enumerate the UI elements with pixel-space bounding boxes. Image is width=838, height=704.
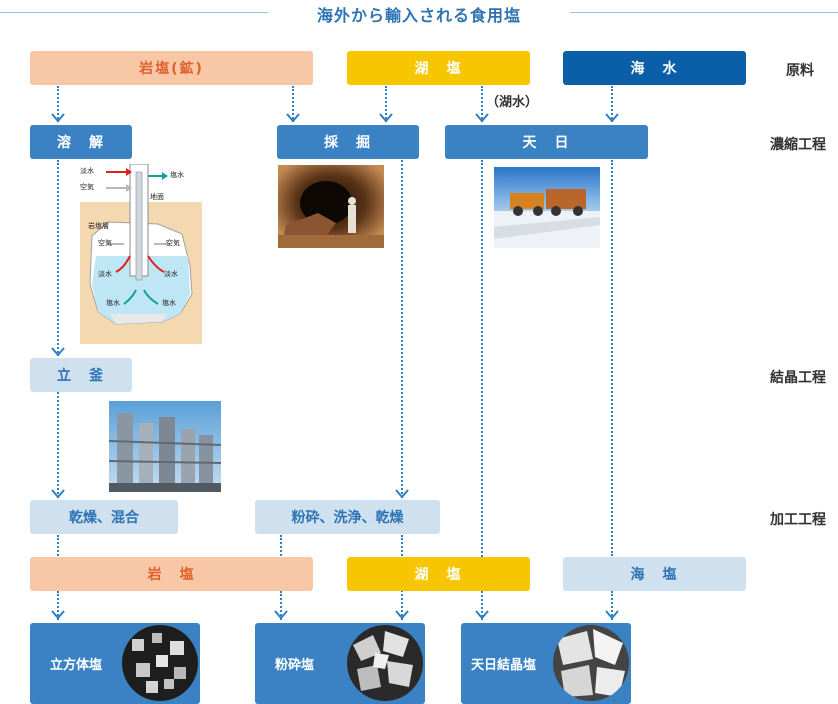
- label-brine-right: 塩水: [162, 299, 176, 307]
- solar-crystal-image: [553, 625, 629, 701]
- label-fresh-water-left: 淡水: [98, 270, 112, 278]
- product-crushed-salt: 粉砕塩: [255, 623, 425, 704]
- flow-line: [481, 160, 483, 620]
- chevron-down-icon: [395, 489, 409, 499]
- stage-concentration: 濃縮工程: [770, 137, 826, 153]
- title-line-right: [570, 12, 838, 13]
- raw-lake-salt: 湖 塩: [347, 51, 530, 85]
- product-cubic-salt: 立方体塩: [30, 623, 200, 704]
- label-air: 空気: [80, 183, 94, 191]
- flow-line: [280, 591, 282, 620]
- label-fresh-water: 淡水: [80, 167, 94, 175]
- label-ground-surface: 地面: [150, 193, 164, 201]
- label-brine-top: 塩水: [170, 171, 184, 179]
- flow-line: [611, 160, 613, 556]
- dissolve-diagram-graphic: [80, 163, 202, 344]
- flow-line: [385, 86, 387, 122]
- chevron-down-icon: [51, 113, 65, 123]
- raw-rock-salt-ore: 岩塩(鉱): [30, 51, 313, 85]
- chevron-down-icon: [274, 610, 288, 620]
- raw-seawater: 海 水: [563, 51, 746, 85]
- chevron-down-icon: [51, 347, 65, 357]
- chevron-down-icon: [379, 113, 393, 123]
- process-vertical-pot: 立 釜: [30, 358, 132, 392]
- salt-rock: 岩 塩: [30, 557, 313, 591]
- chevron-down-icon: [475, 113, 489, 123]
- label-air-right: 空気: [166, 239, 180, 247]
- stage-crystallization: 結晶工程: [770, 370, 826, 386]
- chevron-down-icon: [395, 610, 409, 620]
- chevron-down-icon: [605, 610, 619, 620]
- solar-salt-photo: [494, 167, 600, 248]
- chevron-down-icon: [51, 610, 65, 620]
- label-brine-left: 塩水: [106, 299, 120, 307]
- flow-line: [401, 160, 403, 498]
- process-mining: 採 掘: [277, 125, 419, 159]
- product-solar-crystal-label: 天日結晶塩: [471, 658, 537, 673]
- product-crushed-label: 粉砕塩: [275, 658, 315, 673]
- evaporator-plant-photo: [109, 401, 221, 492]
- salt-lake: 湖 塩: [347, 557, 530, 591]
- chevron-down-icon: [605, 113, 619, 123]
- process-dissolve: 溶 解: [30, 125, 132, 159]
- product-solar-crystal-salt: 天日結晶塩: [461, 623, 631, 704]
- chevron-down-icon: [51, 489, 65, 499]
- lake-water-label: （湖水）: [486, 95, 539, 110]
- label-fresh-water-right: 淡水: [164, 270, 178, 278]
- chevron-down-icon: [475, 610, 489, 620]
- process-crush-wash-dry: 粉砕、洗浄、乾燥: [255, 500, 440, 534]
- flow-line: [57, 535, 59, 556]
- product-cubic-label: 立方体塩: [50, 658, 103, 673]
- process-dry-mix: 乾燥、混合: [30, 500, 178, 534]
- flow-line: [292, 86, 294, 122]
- mining-photo: [278, 165, 384, 248]
- flow-line: [57, 160, 59, 356]
- flow-line: [57, 86, 59, 122]
- label-air-left: 空気: [98, 239, 112, 247]
- stage-raw: 原料: [786, 63, 814, 79]
- flow-line: [280, 535, 282, 556]
- cubic-crystal-image: [122, 625, 198, 701]
- label-rock-salt-layer: 岩塩層: [88, 222, 109, 230]
- flow-line: [481, 86, 483, 122]
- page-title: 海外から輸入される食用塩: [316, 6, 521, 25]
- flow-line: [57, 591, 59, 620]
- chevron-down-icon: [286, 113, 300, 123]
- crushed-crystal-image: [347, 625, 423, 701]
- dissolve-diagram: 淡水 空気 塩水 地面 岩塩層 空気 空気 淡水 淡水 塩水 塩水: [78, 163, 202, 344]
- stage-processing: 加工工程: [770, 512, 826, 528]
- salt-sea: 海 塩: [563, 557, 746, 591]
- flow-line: [611, 86, 613, 122]
- flow-line: [57, 392, 59, 498]
- flow-line: [611, 591, 613, 620]
- title-line-left: [0, 12, 268, 13]
- process-solar: 天 日: [445, 125, 648, 159]
